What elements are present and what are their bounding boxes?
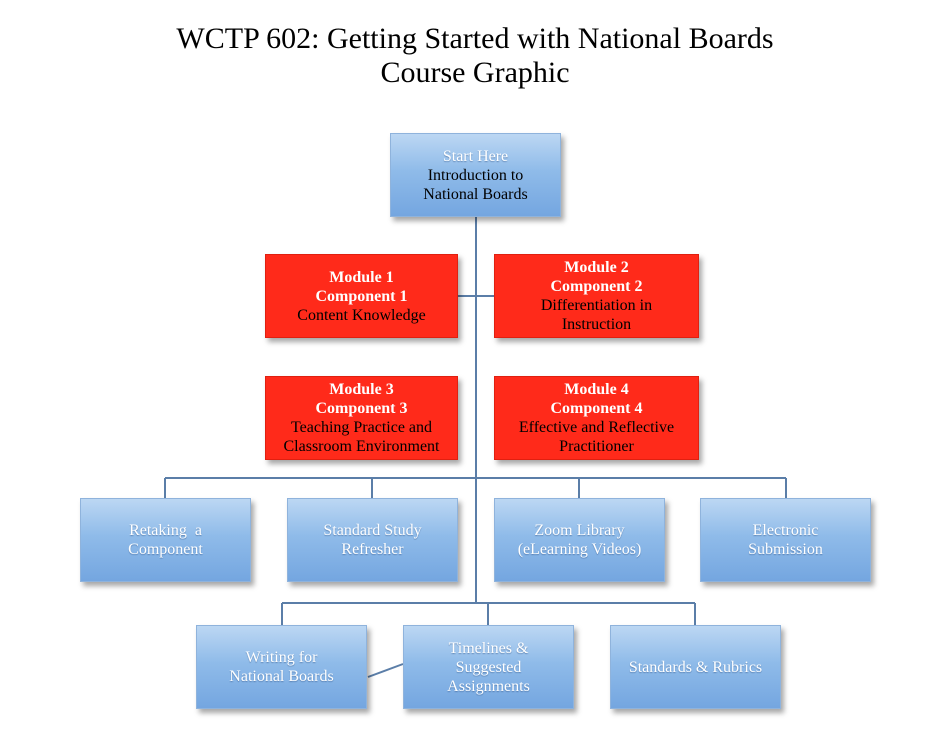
title-line-1: WCTP 602: Getting Started with National … — [176, 22, 774, 55]
module-1-component: Component 1 — [315, 287, 408, 305]
standards-rubrics-label: Standards & Rubrics — [628, 658, 763, 676]
refresher-line-2: Refresher — [341, 541, 404, 558]
module-4-topic-line-1: Effective and Reflective — [518, 419, 675, 436]
start-here-label: Start Here — [442, 147, 509, 165]
module-4-box: Module 4 Component 4 Effective and Refle… — [494, 376, 699, 460]
timelines-line-3: Assignments — [447, 677, 530, 695]
module-2-topic-line-2: Instruction — [561, 316, 632, 333]
module-4-topic-line-2: Practitioner — [559, 438, 634, 455]
retaking-component-box: Retaking a Component — [80, 498, 251, 582]
module-1-title: Module 1 — [329, 268, 394, 286]
start-here-box: Start Here Introduction to National Boar… — [390, 133, 561, 217]
diagram-title: WCTP 602: Getting Started with National … — [0, 22, 950, 90]
refresher-line-1: Standard Study — [323, 522, 422, 539]
module-2-box: Module 2 Component 2 Differentiation in … — [494, 254, 699, 338]
standards-rubrics-box: Standards & Rubrics — [610, 625, 781, 709]
module-2-component: Component 2 — [550, 278, 643, 295]
module-3-topic-line-2: Classroom Environment — [283, 438, 440, 455]
writing-national-boards-box: Writing for National Boards — [196, 625, 367, 709]
module-3-box: Module 3 Component 3 Teaching Practice a… — [265, 376, 458, 460]
start-line-1: Introduction to — [427, 166, 524, 184]
module-4-component: Component 4 — [550, 400, 643, 417]
submission-line-1: Electronic — [752, 522, 819, 539]
retaking-line-2: Component — [128, 541, 203, 558]
module-1-box: Module 1 Component 1 Content Knowledge — [265, 254, 458, 338]
writing-line-2: National Boards — [229, 668, 334, 685]
zoom-line-2: (eLearning Videos) — [517, 541, 642, 558]
retaking-line-1: Retaking a — [129, 522, 202, 539]
submission-line-2: Submission — [748, 541, 823, 558]
zoom-library-box: Zoom Library (eLearning Videos) — [494, 498, 665, 582]
timelines-assignments-box: Timelines & Suggested Assignments — [403, 625, 574, 709]
module-2-title: Module 2 — [564, 259, 629, 276]
zoom-line-1: Zoom Library — [534, 522, 625, 539]
module-3-topic-line-1: Teaching Practice and — [290, 419, 433, 436]
module-1-topic: Content Knowledge — [297, 306, 426, 324]
timelines-line-1: Timelines & — [448, 639, 529, 657]
module-3-title: Module 3 — [329, 381, 394, 398]
title-line-2: Course Graphic — [380, 56, 570, 89]
module-3-component: Component 3 — [315, 400, 408, 417]
start-line-2: National Boards — [423, 185, 528, 203]
standard-study-refresher-box: Standard Study Refresher — [287, 498, 458, 582]
connector-writing-timelines — [367, 663, 404, 678]
electronic-submission-box: Electronic Submission — [700, 498, 871, 582]
writing-line-1: Writing for — [245, 649, 318, 666]
module-2-topic-line-1: Differentiation in — [540, 297, 653, 314]
module-4-title: Module 4 — [564, 381, 629, 398]
timelines-line-2: Suggested — [455, 658, 522, 676]
